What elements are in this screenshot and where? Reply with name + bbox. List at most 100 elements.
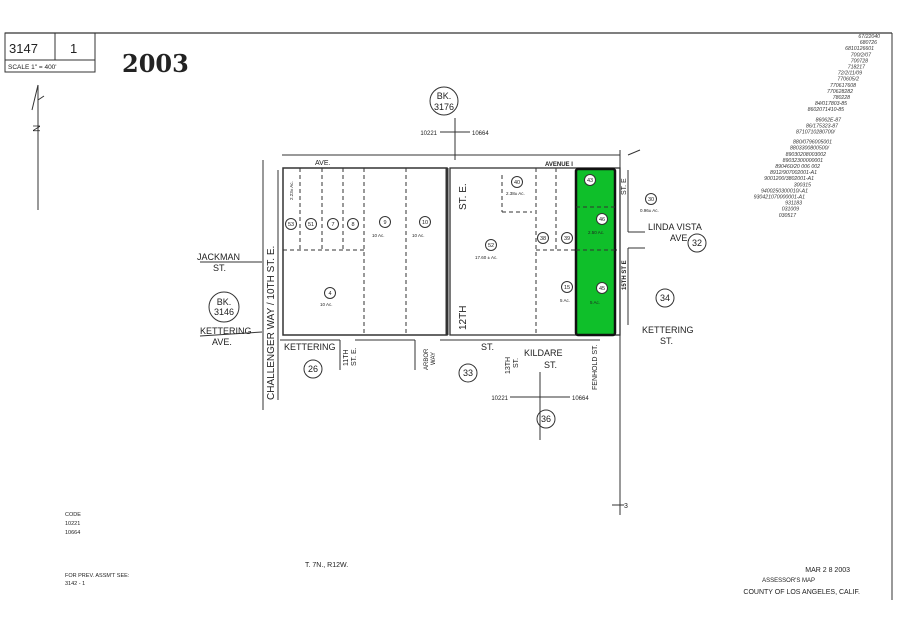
svg-text:10221: 10221 [65, 521, 80, 527]
svg-text:BK.: BK. [217, 297, 232, 307]
code-left-bottom: 10221 [491, 396, 508, 402]
history-code: 031009 [782, 207, 799, 213]
parcel-10[interactable]: 10 10 Ac. [412, 216, 431, 239]
history-code: 67/22040 [858, 34, 880, 40]
page-number: 1 [70, 41, 77, 56]
svg-text:32: 32 [692, 238, 702, 248]
history-code: 300315 [794, 182, 811, 188]
roads [199, 149, 645, 515]
svg-text:53: 53 [288, 222, 294, 228]
history-code: 9001200/3802001-A1 [764, 176, 814, 182]
history-code: 890460/20 006 002 [775, 164, 820, 170]
parcel-39[interactable]: 39 [561, 232, 573, 244]
svg-text:4: 4 [328, 291, 331, 297]
parcel-lines [283, 168, 620, 335]
book-ref-3176: BK. 3176 [429, 86, 459, 116]
linda-vista-label: LINDA VISTA [648, 222, 702, 232]
svg-text:AVE.: AVE. [670, 233, 690, 243]
challenger-way-label: CHALLENGER WAY / 10TH ST. E. [266, 246, 277, 400]
svg-text:39: 39 [564, 236, 570, 242]
book-ref-3146[interactable]: BK. 3146 [208, 291, 240, 323]
map-date: MAR 2 8 2003 [805, 567, 850, 574]
svg-text:7: 7 [331, 222, 334, 228]
parcel-7[interactable]: 7 [327, 218, 339, 230]
parcel-38[interactable]: 38 [537, 232, 549, 244]
svg-text:10: 10 [422, 220, 428, 226]
svg-text:8: 8 [351, 222, 354, 228]
parcel-51[interactable]: 51 [305, 218, 317, 230]
history-code: 86062E-87 [816, 117, 842, 123]
parcel-4[interactable]: 4 10 Ac. [320, 287, 336, 308]
svg-text:ST.: ST. [544, 360, 557, 370]
svg-text:10 Ac.: 10 Ac. [412, 233, 425, 238]
street-labels: AVENUE I AVE. CHALLENGER WAY / 10TH ST. … [197, 160, 702, 400]
arbor-way-label: ARBOR [424, 348, 430, 370]
history-code: 6810126601 [845, 46, 874, 52]
history-code: 700728 [851, 58, 868, 64]
parcel-9[interactable]: 910 Ac. [372, 216, 391, 239]
parcel-40[interactable]: 402.38± Ac. [506, 176, 525, 197]
prev-assmt-label: FOR PREV. ASSM'T SEE: [65, 573, 130, 579]
page-ref-34[interactable]: 34 [655, 288, 675, 308]
12th-label: 12TH [458, 306, 469, 330]
svg-text:33: 33 [463, 368, 473, 378]
history-code: 8710710280700/ [796, 130, 836, 136]
history-code: 9400250300010/-A1 [761, 188, 808, 194]
jackman-label: JACKMAN [197, 252, 240, 262]
parcel-53[interactable]: 532.23± Ac. [285, 181, 297, 230]
svg-text:AVE.: AVE. [212, 337, 232, 347]
parcel-15[interactable]: 155 Ac. [560, 281, 573, 304]
history-codes: 67/220406807266810126601700/2/0770072871… [754, 34, 880, 219]
svg-text:30: 30 [648, 197, 654, 203]
sheet-marker: 3 [624, 503, 628, 510]
svg-text:38: 38 [540, 236, 546, 242]
block-west [282, 167, 448, 336]
page-ref-36[interactable]: 36 [536, 409, 556, 429]
page-ref-32[interactable]: 32 [687, 233, 707, 253]
parcel-30[interactable]: 300.96± Ac. [640, 193, 659, 214]
svg-text:26: 26 [308, 364, 318, 374]
svg-text:46: 46 [599, 217, 605, 223]
history-code: 930421070000001-A1 [754, 195, 805, 201]
svg-text:ST.: ST. [513, 358, 520, 368]
svg-text:ST.: ST. [481, 342, 494, 352]
map-year: 2003 [122, 49, 189, 78]
avenue-i-label: AVENUE I [545, 162, 573, 168]
svg-text:17.60 ± Ac.: 17.60 ± Ac. [475, 255, 498, 260]
parcel-43[interactable]: 43 [584, 174, 596, 186]
parcel-8[interactable]: 8 [347, 218, 359, 230]
page-ref-33[interactable]: 33 [458, 363, 478, 383]
history-code: 89030208003002 [786, 152, 827, 158]
parcel-labels: 532.23± Ac. 51 7 8 910 Ac. 10 10 Ac. 4 10 … [285, 174, 659, 308]
svg-text:2.38± Ac.: 2.38± Ac. [506, 191, 525, 196]
kildare-label: KILDARE [524, 348, 563, 358]
scale-label: SCALE 1" = 400' [8, 64, 57, 71]
book-ref-number: 3176 [434, 102, 454, 112]
history-code: 780228 [833, 95, 850, 101]
page-ref-26[interactable]: 26 [303, 359, 323, 379]
svg-text:3146: 3146 [214, 307, 234, 317]
svg-text:51: 51 [308, 222, 314, 228]
county-label: COUNTY OF LOS ANGELES, CALIF. [743, 589, 860, 596]
code-label: CODE [65, 512, 81, 518]
ave-label: AVE. [315, 160, 330, 167]
history-code: 72/2/11/09 [838, 71, 862, 77]
history-code: 680726 [860, 40, 877, 46]
highlighted-parcel[interactable] [574, 167, 617, 337]
svg-text:36: 36 [541, 414, 551, 424]
book-number: 3147 [9, 41, 38, 56]
parcel-45[interactable]: 455 Ac. [590, 282, 608, 306]
history-code: 770617608 [830, 83, 856, 89]
svg-text:10 Ac.: 10 Ac. [320, 302, 333, 307]
history-code: 718217 [848, 65, 866, 71]
history-code: 770605/2 [837, 77, 859, 83]
svg-text:10 Ac.: 10 Ac. [372, 233, 385, 238]
history-code: 86/175323-87 [806, 123, 839, 129]
svg-text:5 Ac.: 5 Ac. [560, 298, 570, 303]
svg-text:ST. E.: ST. E. [351, 347, 358, 366]
svg-text:10664: 10664 [65, 530, 80, 536]
13th-st-label: 13TH [505, 357, 512, 374]
parcel-46[interactable]: 462.50 Ac. [588, 213, 608, 236]
code-right-bottom: 10664 [572, 396, 589, 402]
